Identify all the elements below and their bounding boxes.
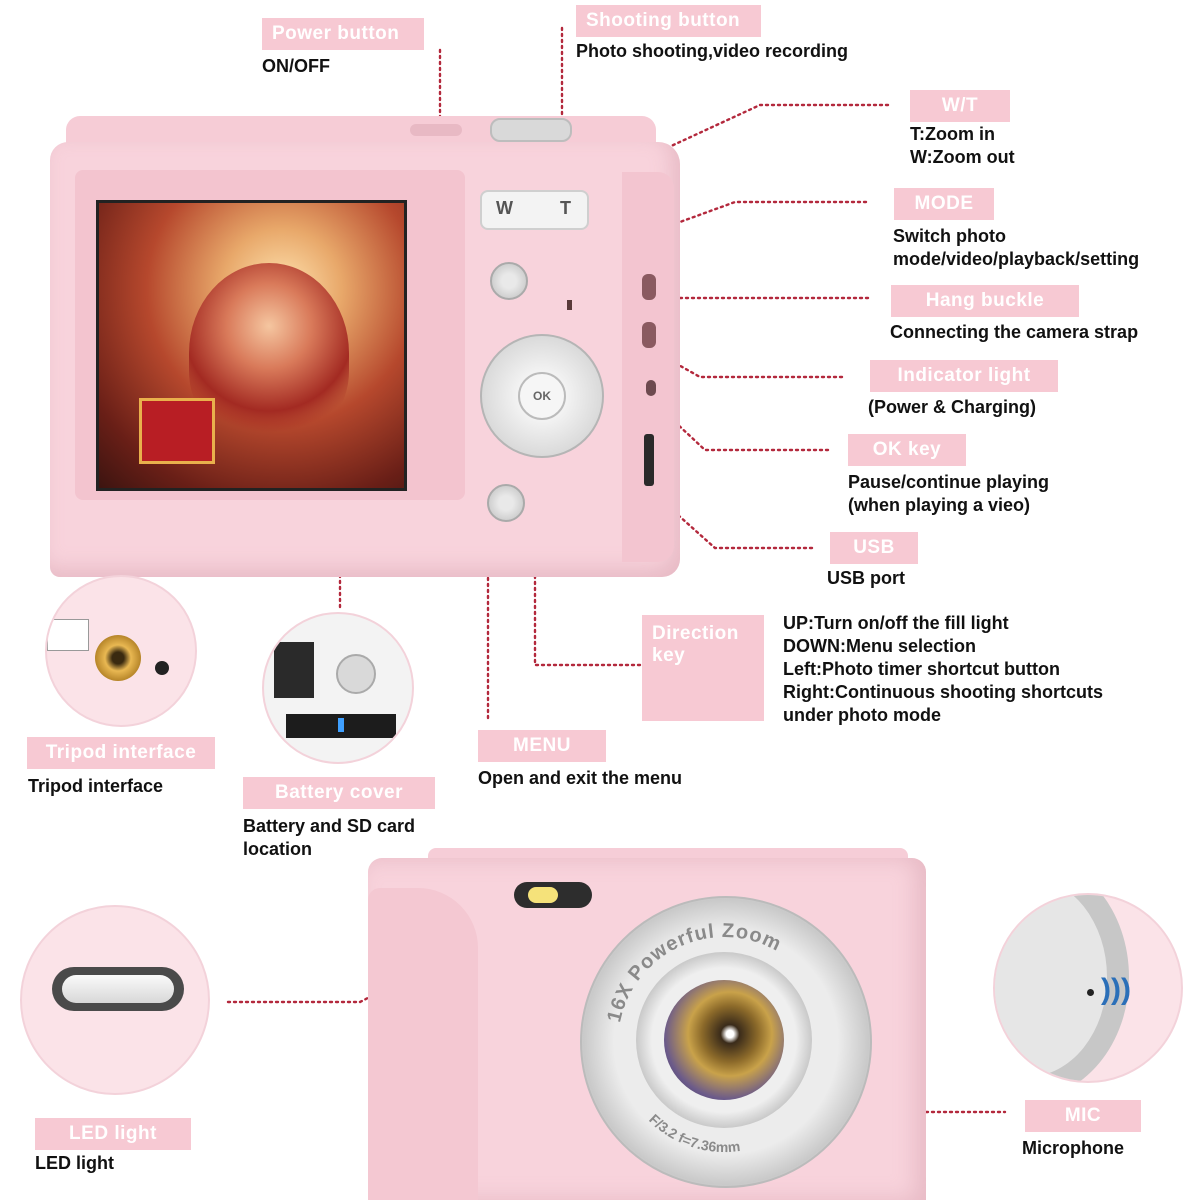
indicator-desc: (Power & Charging) (868, 397, 1037, 417)
mic-desc: Microphone (1022, 1138, 1124, 1158)
battery-buttons (336, 654, 376, 694)
side-hole (646, 380, 656, 396)
lens-outer-ring (580, 896, 872, 1188)
zoom-t-label: T (560, 198, 571, 218)
shutter-button[interactable] (490, 118, 572, 142)
ok-desc: Pause/continue playing (when playing a v… (848, 472, 1050, 515)
sound-wave-icon: ))) (1101, 973, 1131, 1006)
mic-lens-edge (995, 895, 1129, 1081)
lens-spec-text: F/3.2 f=7.36mm (646, 1111, 741, 1155)
menu-button[interactable] (487, 484, 525, 522)
menu-desc: Open and exit the menu (478, 768, 683, 788)
mode-tag: MODE (894, 188, 994, 220)
power-desc: ON/OFF (262, 56, 330, 76)
tripod-socket (95, 635, 141, 681)
wt-tag: W/T (910, 90, 1010, 122)
battery-tag: Battery cover (243, 777, 435, 809)
direction-tag: Direction key (642, 615, 764, 721)
battery-contact (338, 718, 344, 732)
mic-hole (1087, 989, 1094, 996)
tripod-tag: Tripod interface (27, 737, 215, 769)
side-grip (622, 172, 674, 562)
ok-line (563, 398, 830, 452)
lcd-screen (96, 200, 407, 491)
usb-tag: USB (830, 532, 918, 564)
svg-text:16X Powerful Zoom: 16X Powerful Zoom (603, 920, 785, 1024)
strap-lug-bottom (642, 322, 656, 348)
led-desc: LED light (35, 1153, 114, 1173)
led-detail-circle (20, 905, 210, 1095)
indicator-light (567, 300, 572, 310)
battery-detail-circle (262, 612, 414, 764)
direction-desc: UP:Turn on/off the fill light DOWN:Menu … (783, 613, 1103, 725)
led-detail-flash (52, 967, 184, 1011)
strap-lug-top (642, 274, 656, 300)
zoom-w-label: W (496, 198, 513, 218)
screen-gift-box (139, 398, 215, 464)
tripod-pin-hole (155, 661, 169, 675)
shooting-desc: Photo shooting,video recording (576, 41, 848, 61)
ok-tag: OK key (848, 434, 966, 466)
hang-tag: Hang buckle (891, 285, 1079, 317)
direction-pad[interactable]: OK (480, 334, 604, 458)
indicator-tag: Indicator light (870, 360, 1058, 392)
power-tag: Power button (262, 18, 424, 50)
camera-back: W T OK (50, 112, 680, 577)
camera-front: 16X Powerful Zoom F/3.2 f=7.36mm (368, 848, 926, 1200)
led-flash[interactable] (514, 882, 592, 908)
led-bulb (528, 887, 558, 903)
lens-glass (664, 980, 784, 1100)
battery-screen (274, 642, 314, 698)
usb-desc: USB port (827, 568, 905, 588)
mode-desc: Switch photo mode/video/playback/setting (893, 226, 1140, 269)
screen-photo-subject (189, 263, 349, 443)
mode-button[interactable] (490, 262, 528, 300)
tripod-detail-circle (45, 575, 197, 727)
ok-button[interactable]: OK (518, 372, 566, 420)
front-grip (368, 888, 478, 1200)
mic-detail-circle: ))) (993, 893, 1183, 1083)
lens-ring-labels: 16X Powerful Zoom F/3.2 f=7.36mm (603, 920, 785, 1155)
led-detail-bulb (62, 975, 174, 1003)
tripod-desc: Tripod interface (28, 776, 164, 796)
menu-tag: MENU (478, 730, 606, 762)
usb-port (644, 434, 654, 486)
power-button[interactable] (410, 124, 462, 136)
wt-desc: T:Zoom in W:Zoom out (910, 124, 1015, 167)
shooting-tag: Shooting button (576, 5, 761, 37)
lens-inner-ring (636, 952, 812, 1128)
svg-text:F/3.2 f=7.36mm: F/3.2 f=7.36mm (646, 1111, 741, 1155)
led-tag: LED light (35, 1118, 191, 1150)
zoom-rocker[interactable]: W T (480, 190, 589, 230)
tripod-label-plate (47, 619, 89, 651)
direction-line (533, 463, 642, 667)
battery-desc: Battery and SD card location (243, 816, 416, 859)
hang-desc: Connecting the camera strap (890, 322, 1139, 342)
lens-ring-text: 16X Powerful Zoom (603, 920, 784, 1024)
mic-tag: MIC (1025, 1100, 1141, 1132)
